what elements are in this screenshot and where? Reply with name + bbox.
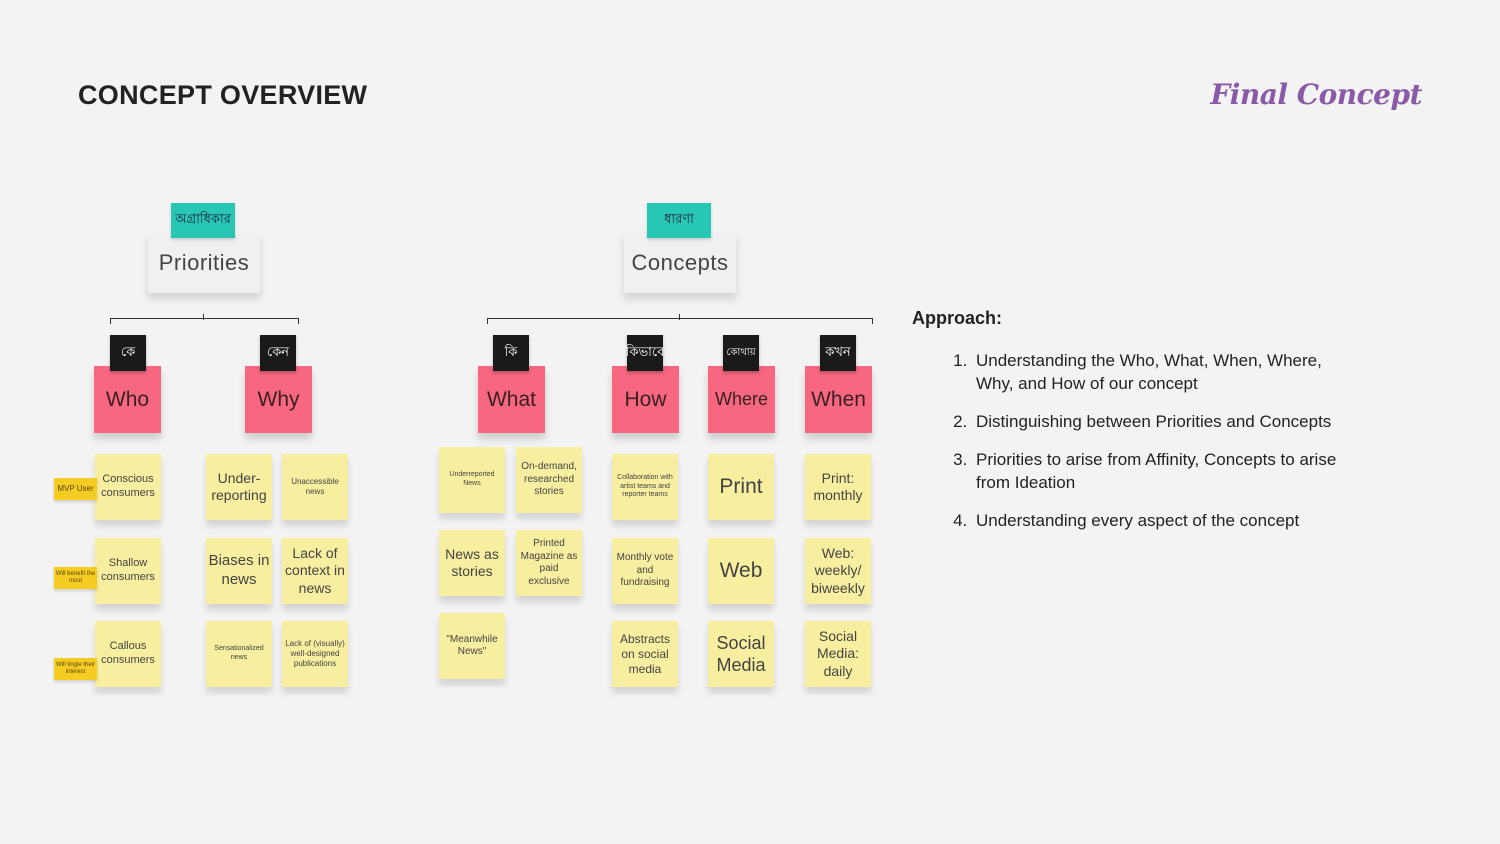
why-note-2: Unaccessible news	[282, 454, 348, 520]
concepts-card: Concepts	[624, 233, 736, 293]
category-how: How	[612, 366, 679, 433]
approach-item: Understanding the Who, What, When, Where…	[972, 349, 1352, 395]
approach-item: Distinguishing between Priorities and Co…	[972, 410, 1352, 433]
concepts-connector	[487, 318, 873, 319]
where-note-1: Print	[708, 454, 774, 520]
priorities-bengali-tag: অগ্রাধিকার	[171, 203, 235, 238]
approach-item: Understanding every aspect of the concep…	[972, 509, 1352, 532]
what-note-2: On-demand, researched stories	[516, 447, 582, 513]
approach-section: Approach: Understanding the Who, What, W…	[912, 308, 1352, 547]
what-note-5: "Meanwhile News"	[439, 613, 505, 679]
page-title: CONCEPT OVERVIEW	[78, 80, 368, 110]
how-bengali-tag: কিভাবে	[626, 335, 664, 371]
connector-tick	[298, 318, 299, 324]
why-bengali-tag: কেন	[260, 335, 296, 371]
what-note-3: News as stories	[439, 530, 505, 596]
why-note-3: Biases in news	[206, 538, 272, 604]
category-when: When	[805, 366, 872, 433]
what-bengali-tag: কি	[493, 335, 529, 371]
why-note-4: Lack of context in news	[282, 538, 348, 604]
connector-tick	[872, 318, 873, 324]
priorities-card: Priorities	[148, 233, 260, 293]
connector-tick	[679, 314, 680, 320]
where-note-2: Web	[708, 538, 774, 604]
who-note-1: Conscious consumers	[95, 454, 161, 520]
who-side-tag-1: MVP User	[54, 478, 97, 500]
category-where: Where	[708, 366, 775, 433]
brand-title: Final Concept	[1210, 78, 1422, 111]
connector-tick	[203, 314, 204, 320]
category-who: Who	[94, 366, 161, 433]
approach-item: Priorities to arise from Affinity, Conce…	[972, 448, 1352, 494]
who-side-tag-2: Will benefit the most	[54, 567, 97, 589]
category-why: Why	[245, 366, 312, 433]
category-what: What	[478, 366, 545, 433]
when-note-1: Print: monthly	[805, 454, 871, 520]
where-note-3: Social Media	[708, 621, 774, 687]
why-note-6: Lack of (visually) well-designed publica…	[282, 621, 348, 687]
when-note-2: Web: weekly/ biweekly	[805, 538, 871, 604]
who-note-2: Shallow consumers	[95, 538, 161, 604]
approach-heading: Approach:	[912, 308, 1002, 328]
what-note-4: Printed Magazine as paid exclusive	[516, 530, 582, 596]
who-side-tag-3: Will tingle their interest	[54, 658, 97, 680]
how-note-3: Abstracts on social media	[612, 621, 678, 687]
where-bengali-tag: কোথায়	[723, 335, 759, 371]
connector-tick	[110, 318, 111, 324]
connector-tick	[487, 318, 488, 324]
how-note-2: Monthly vote and fundraising	[612, 538, 678, 604]
how-note-1: Collaboration with artist teams and repo…	[612, 454, 678, 520]
what-note-1: Underreported News	[439, 447, 505, 513]
concepts-bengali-tag: ধারণা	[647, 203, 711, 238]
why-note-5: Sensationalized news	[206, 621, 272, 687]
who-bengali-tag: কে	[110, 335, 146, 371]
when-bengali-tag: কখন	[820, 335, 856, 371]
when-note-3: Social Media: daily	[805, 621, 871, 687]
why-note-1: Under-reporting	[206, 454, 272, 520]
who-note-3: Callous consumers	[95, 621, 161, 687]
priorities-connector	[110, 318, 299, 319]
approach-list: Understanding the Who, What, When, Where…	[912, 349, 1352, 532]
